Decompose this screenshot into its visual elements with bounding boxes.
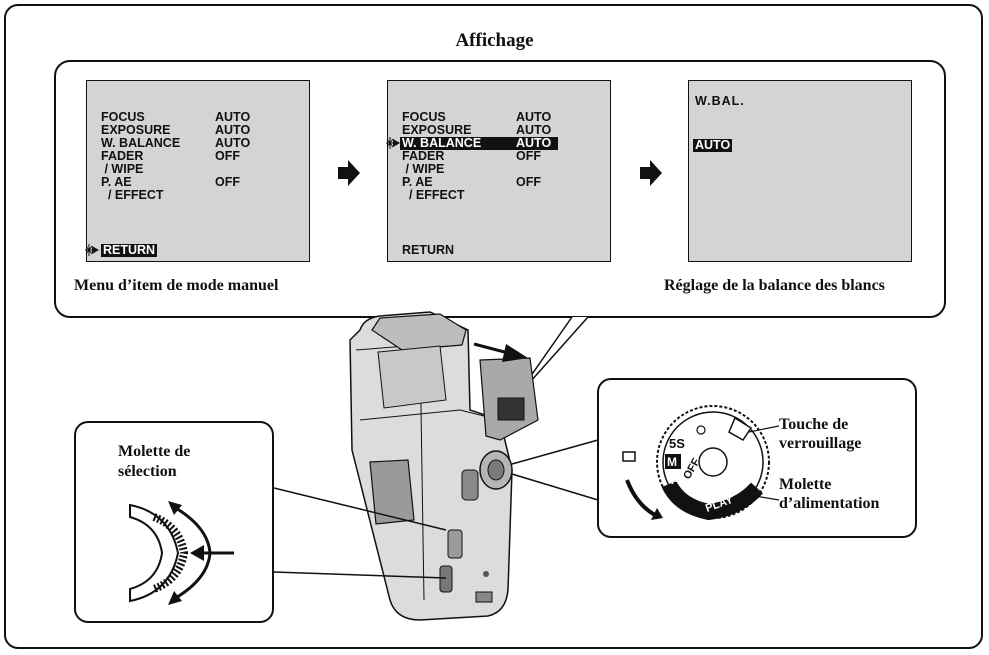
power-dial-label-line1: Molette xyxy=(779,476,832,493)
dial-mark-manual-bg xyxy=(665,454,681,469)
selector-dial-label-line1: Molette de xyxy=(118,443,191,460)
caption-manual-menu: Menu d’item de mode manuel xyxy=(74,277,279,294)
menu-row-fader: FADER xyxy=(402,149,445,163)
dial-mark-auto: A xyxy=(671,473,680,487)
menu-row-wbalance: W. BALANCE xyxy=(101,136,181,150)
selector-dial-box: Molette de sélection xyxy=(74,421,274,623)
power-dial-label-line2: d’alimentation xyxy=(779,495,880,512)
menu-row-wbalance: W. BALANCE xyxy=(402,136,482,150)
menu-value-wbalance: AUTO xyxy=(516,136,552,150)
menu-return-item: RETURN xyxy=(101,243,158,257)
menu-value-focus: AUTO xyxy=(215,110,251,124)
menu-value-exposure: AUTO xyxy=(215,123,251,137)
menu-row-exposure: EXPOSURE xyxy=(101,123,171,137)
menu-row-focus: FOCUS xyxy=(402,110,446,124)
screen-wbal-setting: W.BAL. AUTO xyxy=(688,80,912,262)
display-panel: FOCUS AUTO EXPOSURE AUTO W. BALANCE AUTO… xyxy=(54,60,946,318)
dial-mark-manual: M xyxy=(667,455,677,469)
wbal-value: AUTO xyxy=(693,138,733,152)
menu-row-pae: P. AE xyxy=(101,175,132,189)
right-arrow-icon xyxy=(640,160,662,186)
menu-return-item: RETURN xyxy=(402,243,455,257)
menu-row-wipe: / WIPE xyxy=(101,162,144,176)
caption-white-balance: Réglage de la balance des blancs xyxy=(664,277,885,294)
menu-value-pae: OFF xyxy=(215,175,240,189)
selector-dial-icon xyxy=(129,501,234,605)
screen-manual-menu: FOCUS AUTO EXPOSURE AUTO W. BALANCE AUTO… xyxy=(85,80,310,262)
menu-value-pae: OFF xyxy=(516,175,541,189)
menu-row-fader: FADER xyxy=(101,149,144,163)
menu-value-fader: OFF xyxy=(516,149,541,163)
menu-value-fader: OFF xyxy=(215,149,240,163)
menu-value-wbalance: AUTO xyxy=(215,136,251,150)
lock-button-label-line1: Touche de xyxy=(779,416,849,433)
menu-value-exposure: AUTO xyxy=(516,123,552,137)
outer-frame xyxy=(4,4,983,649)
menu-row-effect: / EFFECT xyxy=(402,188,465,202)
dial-mark-timer: 5S xyxy=(669,436,685,451)
menu-row-effect: / EFFECT xyxy=(101,188,164,202)
menu-value-focus: AUTO xyxy=(516,110,552,124)
page-title: Affichage xyxy=(455,30,534,51)
lock-button-label-line2: verrouillage xyxy=(779,435,862,452)
menu-highlight-bar xyxy=(400,137,558,150)
menu-row-pae: P. AE xyxy=(402,175,433,189)
power-dial-box: 5S M A OFF PLAY Touche de verrouillage M… xyxy=(597,378,917,538)
cursor-sparkle-icon xyxy=(85,244,99,256)
selector-dial-label-line2: sélection xyxy=(118,463,177,480)
wbal-title: W.BAL. xyxy=(695,94,745,108)
right-arrow-icon xyxy=(338,160,360,186)
cursor-sparkle-icon xyxy=(386,137,400,149)
power-dial-icon: 5S M A OFF PLAY xyxy=(622,405,779,521)
menu-row-exposure: EXPOSURE xyxy=(402,123,472,137)
screen-wbalance-selected: FOCUS AUTO EXPOSURE AUTO W. BALANCE AUTO… xyxy=(386,80,611,262)
menu-row-wipe: / WIPE xyxy=(402,162,445,176)
menu-row-focus: FOCUS xyxy=(101,110,145,124)
